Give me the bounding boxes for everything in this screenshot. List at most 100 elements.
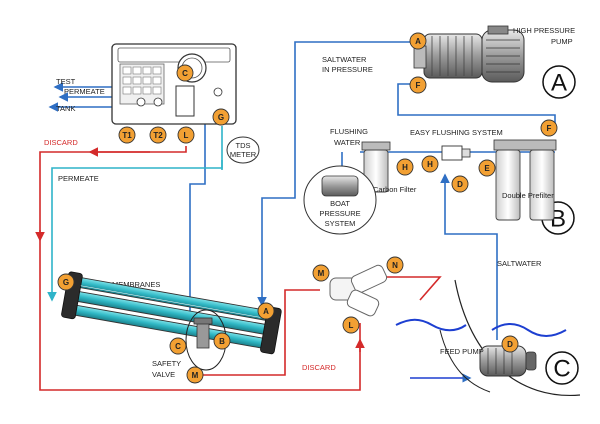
badge-label: G <box>63 278 69 287</box>
section-a: A <box>542 65 576 99</box>
badge-circle <box>478 159 496 177</box>
membranes-label: MEMBRANES <box>112 280 160 289</box>
badge-label: L <box>349 321 354 330</box>
double-prefilter-label: Double Prefilter <box>502 191 554 200</box>
tds-label-line2: METER <box>230 150 257 159</box>
badge-d-mid: D <box>451 175 469 193</box>
badge-h1: H <box>396 158 414 176</box>
control-panel: TEST PERMEATE TANK <box>56 43 237 125</box>
badge-label: G <box>218 113 224 122</box>
badge-l-panel: L <box>177 126 195 144</box>
badge-label: A <box>415 37 421 46</box>
high-pressure-pump: HIGH PRESSURE PUMP <box>413 25 575 83</box>
badge-n: N <box>386 256 404 274</box>
flushing-valve <box>441 145 471 161</box>
badge-label: N <box>392 261 398 270</box>
boat-label-line1: BOAT <box>330 199 350 208</box>
tds-meter: TDS METER <box>226 136 260 164</box>
cyan-pipes <box>47 126 223 302</box>
badge-circle <box>451 175 469 193</box>
badge-t1: T1 <box>118 126 136 144</box>
badge-circle <box>169 337 187 355</box>
badge-e: E <box>478 159 496 177</box>
permeate-panel-label: PERMEATE <box>64 87 105 96</box>
saltwater-in-pressure-line1: SALTWATER <box>322 55 367 64</box>
badge-circle <box>57 273 75 291</box>
badge-circle <box>118 126 136 144</box>
tank-label: TANK <box>56 104 75 113</box>
badge-label: H <box>402 163 408 172</box>
red-pipes <box>35 146 442 391</box>
badge-label: H <box>427 160 433 169</box>
badge-circle <box>421 155 439 173</box>
carbon-filter-label: Carbon Filter <box>373 185 417 194</box>
badge-m-membrane: M <box>186 366 204 384</box>
safety-valve-line2: VALVE <box>152 370 175 379</box>
badge-label: E <box>484 164 490 173</box>
sea-water <box>395 318 567 383</box>
badge-label: F <box>416 81 421 90</box>
hull-curve-left <box>439 329 491 393</box>
easy-flushing-label: EASY FLUSHING SYSTEM <box>410 128 503 137</box>
badge-g-panel: G <box>212 108 230 126</box>
membranes <box>61 271 282 371</box>
badge-label: D <box>507 340 513 349</box>
badge-label: B <box>219 337 225 346</box>
safety-valve-line1: SAFETY <box>152 359 181 368</box>
badge-circle <box>177 126 195 144</box>
badge-circle <box>149 126 167 144</box>
boat-label-line2: PRESSURE <box>319 209 360 218</box>
section-c-text: C <box>553 356 570 383</box>
saltwater-right-label: SALTWATER <box>497 259 542 268</box>
badge-circle <box>501 335 519 353</box>
badge-c-panel: C <box>176 64 194 82</box>
badge-label: C <box>175 342 181 351</box>
flushing-water-line1: FLUSHING <box>330 127 368 136</box>
feed-pump-label: FEED PUMP <box>440 347 484 356</box>
badge-circle <box>540 119 558 137</box>
feed-pump <box>479 345 537 377</box>
badge-circle <box>213 332 231 350</box>
double-prefilter: Double Prefilter <box>493 139 557 221</box>
badge-circle <box>186 366 204 384</box>
badge-label: T2 <box>153 131 163 140</box>
discard-top-label: DISCARD <box>44 138 78 147</box>
badge-d-pump: D <box>501 335 519 353</box>
badge-circle <box>312 264 330 282</box>
badge-circle <box>386 256 404 274</box>
badge-b: B <box>213 332 231 350</box>
badge-label: A <box>263 307 269 316</box>
badge-label: C <box>182 69 188 78</box>
saltwater-in-pressure-line2: IN PRESSURE <box>322 65 373 74</box>
badge-circle <box>409 32 427 50</box>
badge-f-right: F <box>540 119 558 137</box>
badge-label: L <box>184 131 189 140</box>
permeate-side-label: PERMEATE <box>58 174 99 183</box>
badge-h2: H <box>421 155 439 173</box>
section-c: C <box>545 351 579 385</box>
badge-l-fitting: L <box>342 316 360 334</box>
high-pressure-label-line2: PUMP <box>551 37 573 46</box>
discard-bottom-label: DISCARD <box>302 363 336 372</box>
test-label: TEST <box>56 77 76 86</box>
badge-label: T1 <box>122 131 132 140</box>
flushing-water-line2: WATER <box>334 138 361 147</box>
high-pressure-label-line1: HIGH PRESSURE <box>513 26 575 35</box>
tds-label-line1: TDS <box>236 141 251 150</box>
badge-label: F <box>547 124 552 133</box>
badge-circle <box>342 316 360 334</box>
badge-circle <box>257 302 275 320</box>
badge-a-membrane: A <box>257 302 275 320</box>
badge-c-membrane: C <box>169 337 187 355</box>
boat-pressure-system: BOAT PRESSURE SYSTEM <box>303 165 377 235</box>
badge-f-top: F <box>409 76 427 94</box>
badge-label: M <box>318 269 325 278</box>
badge-g-left: G <box>57 273 75 291</box>
badge-circle <box>409 76 427 94</box>
boat-label-line3: SYSTEM <box>325 219 356 228</box>
section-a-text: A <box>551 70 567 97</box>
badge-a-top: A <box>409 32 427 50</box>
badge-m-fitting: M <box>312 264 330 282</box>
badge-circle <box>212 108 230 126</box>
